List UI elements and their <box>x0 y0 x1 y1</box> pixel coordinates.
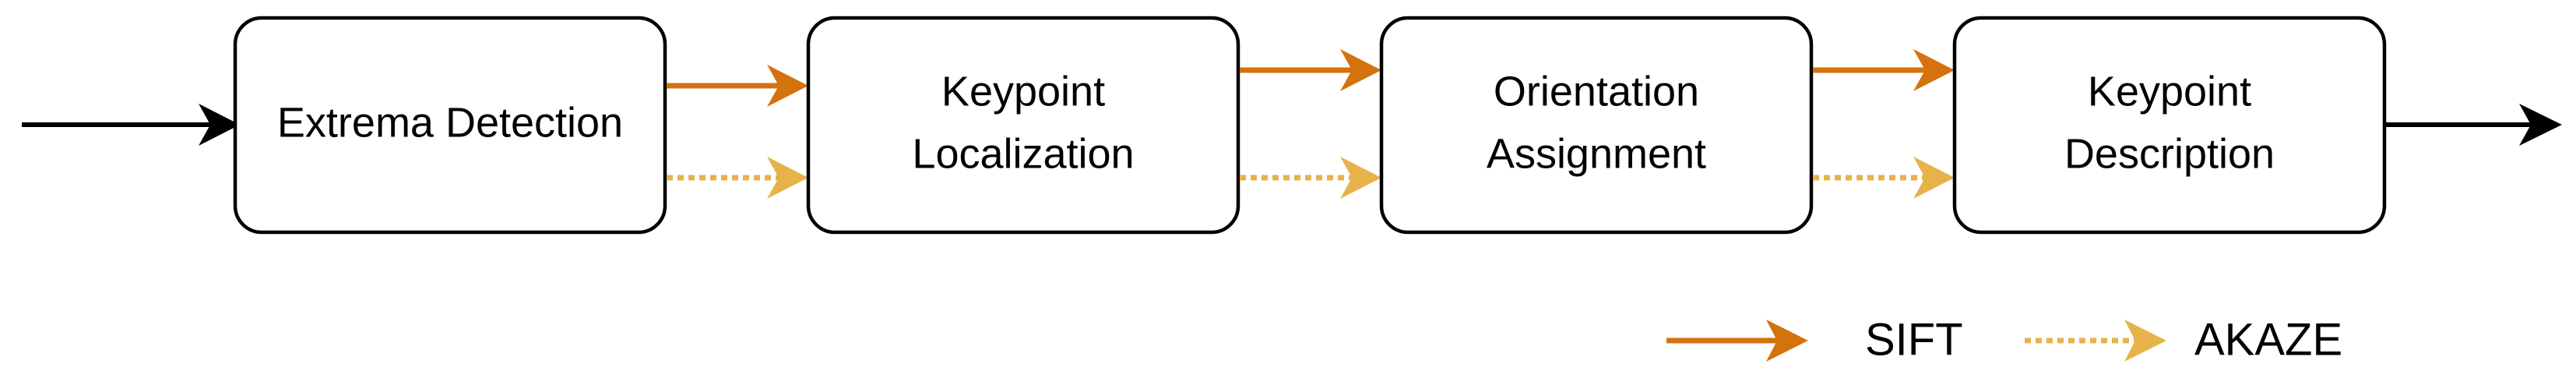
node-orientation-assignment-label-line2: Assignment <box>1487 130 1706 177</box>
legend-akaze-label: AKAZE <box>2194 314 2342 365</box>
edge-orientation-to-description-sift <box>1813 49 1955 91</box>
edge-extrema-to-localization-akaze <box>667 157 808 199</box>
node-keypoint-localization-label-line1: Keypoint <box>941 68 1105 115</box>
output-arrow <box>2386 104 2562 146</box>
node-extrema-detection-label: Extrema Detection <box>277 99 623 146</box>
edge-localization-to-orientation-akaze <box>1240 157 1381 199</box>
node-keypoint-localization: Keypoint Localization <box>806 16 1240 235</box>
legend: SIFT AKAZE <box>1666 314 2342 365</box>
node-keypoint-localization-label-line2: Localization <box>912 130 1134 177</box>
node-orientation-assignment-label-line1: Orientation <box>1494 68 1699 115</box>
legend-akaze-swatch <box>2025 320 2166 362</box>
legend-sift-label: SIFT <box>1865 314 1963 365</box>
node-keypoint-description-label-line2: Description <box>2064 130 2275 177</box>
input-arrow <box>22 104 240 146</box>
node-extrema-detection: Extrema Detection <box>233 16 667 235</box>
edge-orientation-to-description-akaze <box>1813 157 1955 199</box>
node-keypoint-description: Keypoint Description <box>1952 16 2387 235</box>
edge-localization-to-orientation-sift <box>1240 49 1381 91</box>
edge-extrema-to-localization-sift <box>667 65 808 107</box>
node-keypoint-description-label-line1: Keypoint <box>2088 68 2251 115</box>
node-orientation-assignment: Orientation Assignment <box>1379 16 1814 235</box>
legend-sift-swatch <box>1666 320 1808 362</box>
